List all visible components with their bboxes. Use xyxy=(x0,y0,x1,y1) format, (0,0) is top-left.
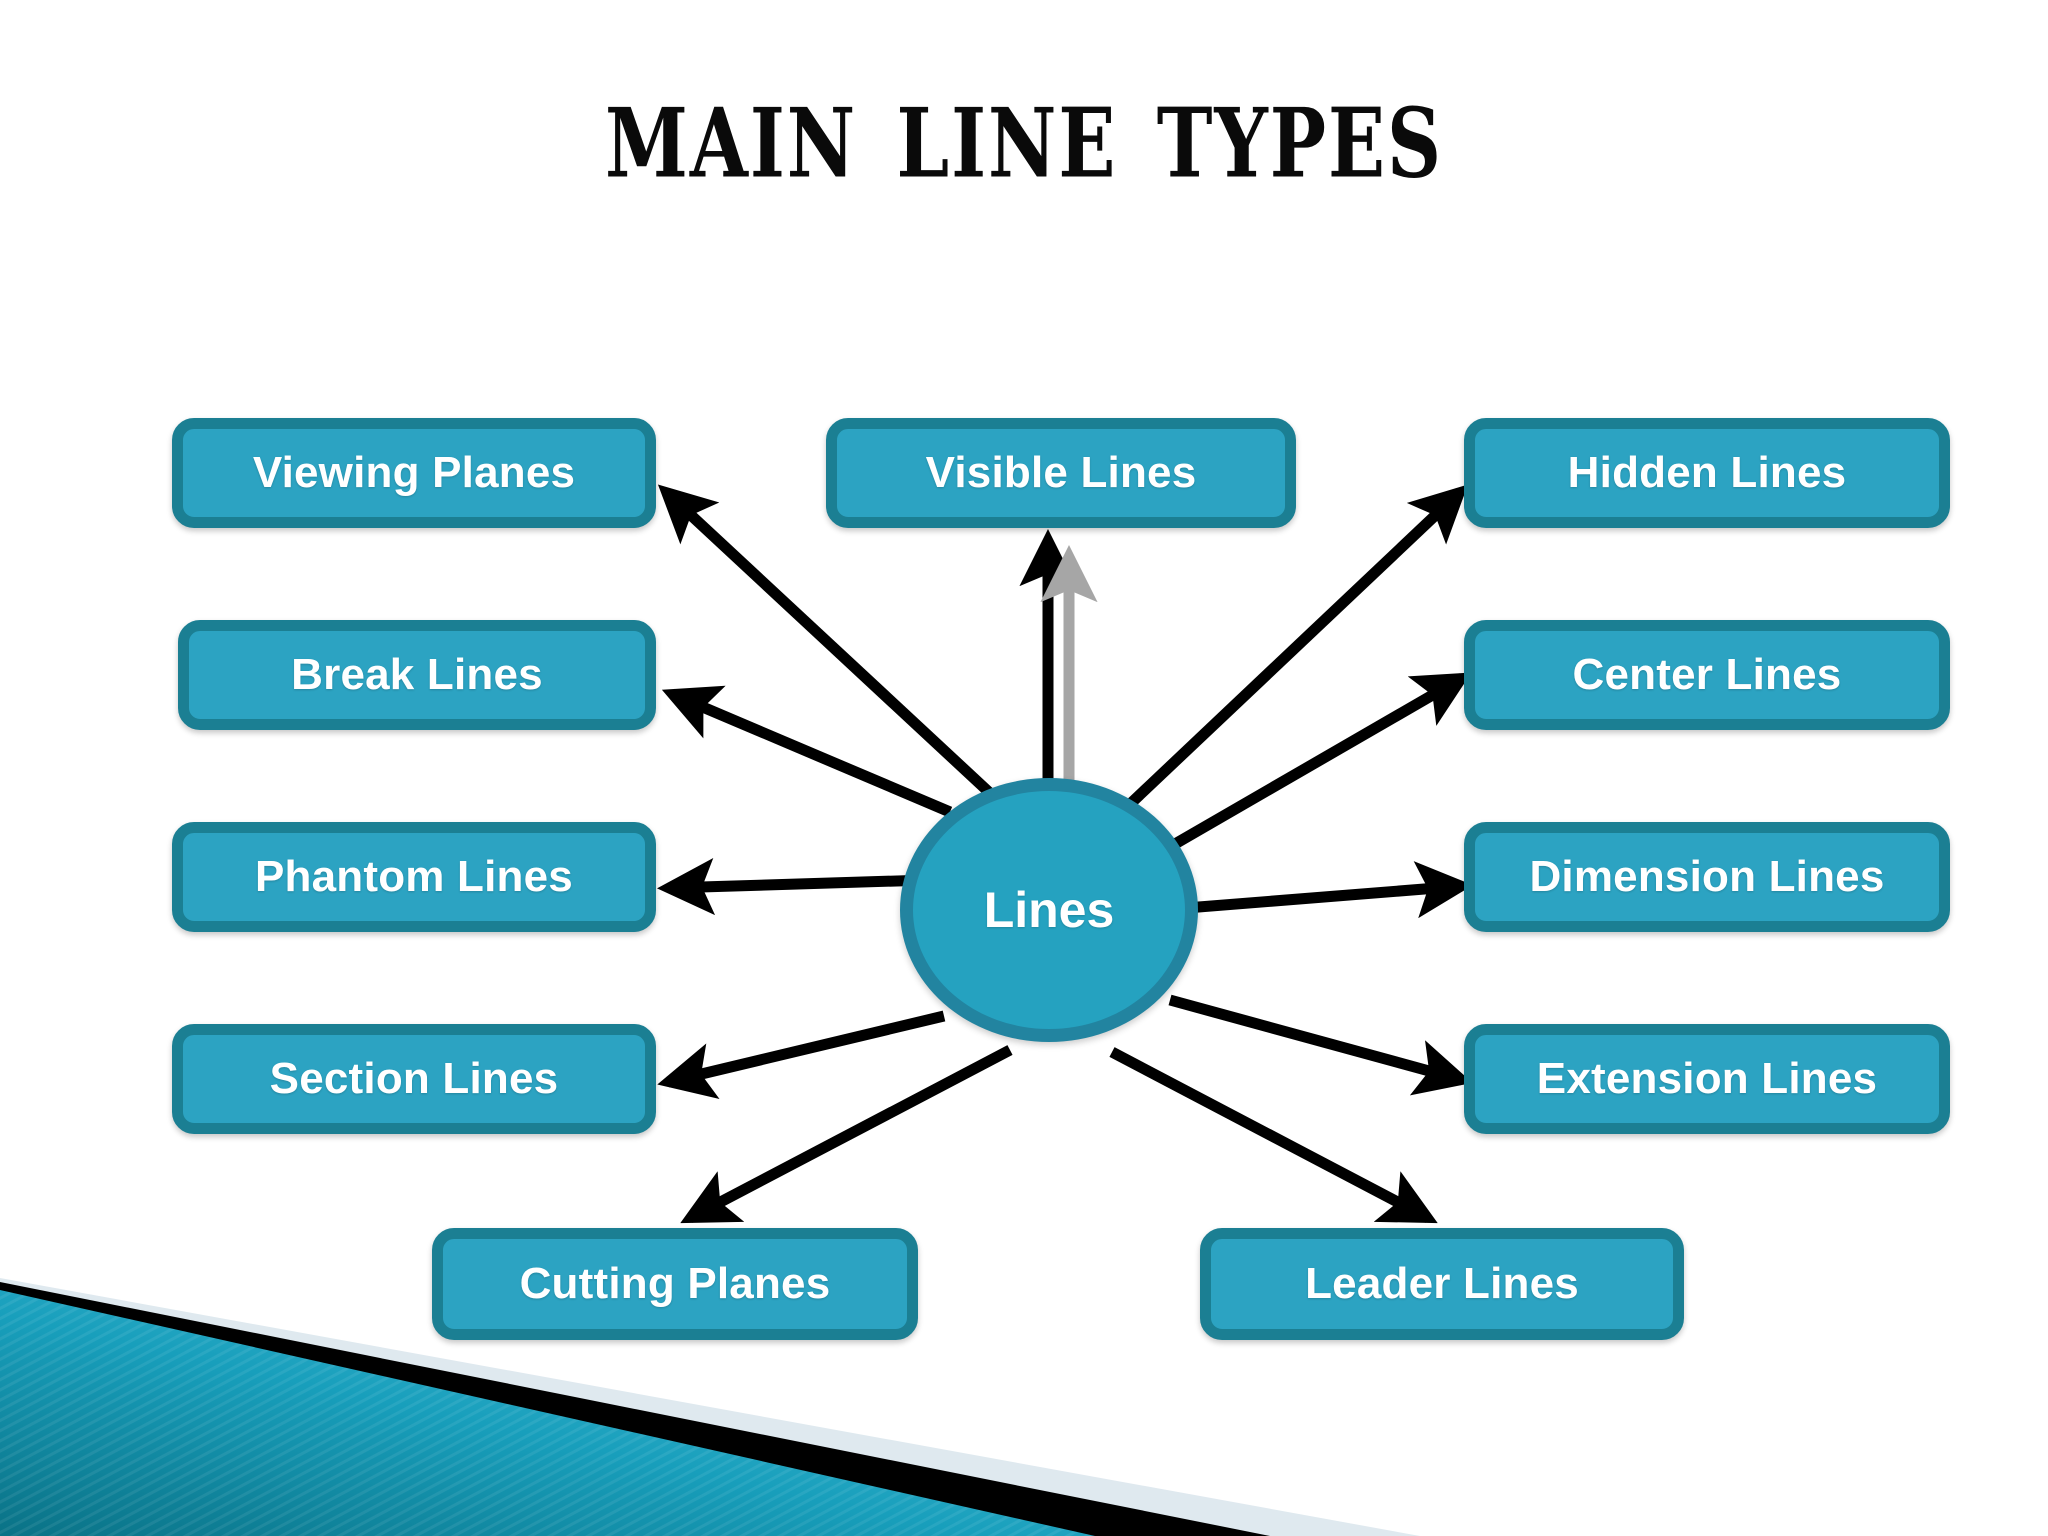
node-dimension-lines[interactable]: Dimension Lines xyxy=(1464,822,1950,932)
node-label: Phantom Lines xyxy=(255,852,573,901)
node-viewing-planes[interactable]: Viewing Planes xyxy=(172,418,656,528)
node-label: Break Lines xyxy=(291,650,543,699)
connector-extension-lines xyxy=(1168,994,1473,1096)
node-label: Viewing Planes xyxy=(252,448,576,497)
deco-black-band xyxy=(0,1282,1270,1536)
node-label: Extension Lines xyxy=(1536,1054,1878,1103)
node-center-lines-hub[interactable]: Lines xyxy=(900,778,1198,1042)
hub-label: Lines xyxy=(983,882,1115,938)
node-label: Center Lines xyxy=(1572,650,1842,699)
connector-cutting-planes xyxy=(680,1045,1013,1224)
node-label: Visible Lines xyxy=(925,448,1197,497)
node-phantom-lines[interactable]: Phantom Lines xyxy=(172,822,656,932)
node-extension-lines[interactable]: Extension Lines xyxy=(1464,1024,1950,1134)
node-label: Dimension Lines xyxy=(1529,852,1885,901)
node-hidden-lines[interactable]: Hidden Lines xyxy=(1464,418,1950,528)
node-label: Hidden Lines xyxy=(1567,448,1847,497)
node-visible-lines[interactable]: Visible Lines xyxy=(826,418,1296,528)
connector-section-lines xyxy=(657,1010,946,1100)
connector-center-lines xyxy=(1165,672,1472,853)
page-title: Main Line Types xyxy=(605,49,1443,210)
node-center-lines[interactable]: Center Lines xyxy=(1464,620,1950,730)
corner-decoration xyxy=(0,1266,1420,1536)
node-label: Section Lines xyxy=(269,1054,559,1103)
connector-phantom-lines xyxy=(657,857,929,916)
connector-dimension-lines xyxy=(1185,861,1473,919)
connector-break-lines xyxy=(661,685,953,818)
connector-hidden-lines xyxy=(1124,484,1468,810)
node-section-lines[interactable]: Section Lines xyxy=(172,1024,656,1134)
connector-leader-lines xyxy=(1109,1047,1438,1224)
node-break-lines[interactable]: Break Lines xyxy=(178,620,656,730)
connector-viewing-planes xyxy=(657,484,1010,813)
